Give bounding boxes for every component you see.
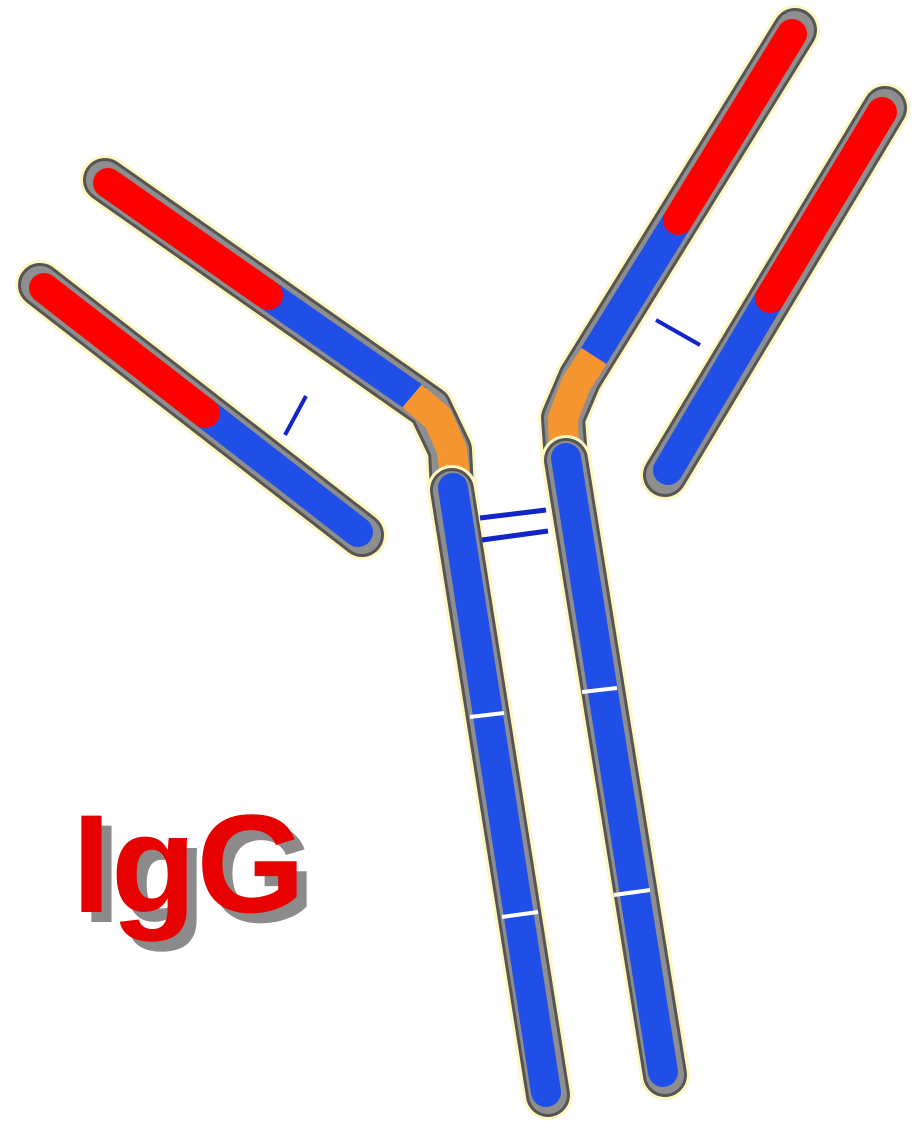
right-interchain-disulfide xyxy=(656,320,700,345)
right-heavy-chain-constant-ch1 xyxy=(590,220,678,362)
left-interchain-disulfide xyxy=(285,396,306,435)
right-light-chain-variable xyxy=(770,112,882,298)
right-heavy-chain-stem xyxy=(566,458,665,1075)
left-stem-constant xyxy=(453,488,546,1092)
right-heavy-chain-variable xyxy=(678,34,792,220)
left-heavy-chain-variable xyxy=(108,183,268,295)
igg-label-text: IgG xyxy=(72,785,305,942)
hinge-disulfide-upper xyxy=(480,510,546,518)
left-heavy-chain-stem xyxy=(452,488,548,1095)
hinge-disulfide-lower xyxy=(482,531,548,540)
left-heavy-chain-constant-ch1 xyxy=(268,295,418,400)
right-stem-constant xyxy=(566,458,663,1072)
left-light-chain-constant xyxy=(205,413,358,532)
right-light-chain-constant xyxy=(668,298,770,470)
left-light-chain-variable xyxy=(44,288,205,413)
igg-label: IgG IgG xyxy=(72,785,315,952)
right-heavy-chain-arm xyxy=(563,30,795,460)
